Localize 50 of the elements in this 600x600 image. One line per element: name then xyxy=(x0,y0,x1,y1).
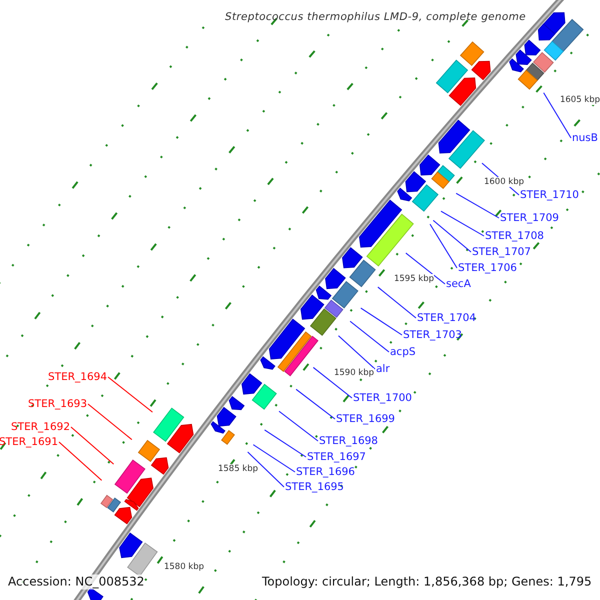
gene-label: STER_1709 xyxy=(500,212,559,224)
gene-label: STER_1699 xyxy=(336,413,395,425)
leader-line xyxy=(264,429,306,458)
leader-line xyxy=(58,442,102,481)
leader-line xyxy=(350,320,390,352)
gene-label: STER_1700 xyxy=(353,392,412,404)
gene-label: STER_1706 xyxy=(458,262,517,274)
leader-line xyxy=(430,224,458,268)
gene-label: STER_1692 xyxy=(11,421,70,433)
scale-label: 1580 kbp xyxy=(164,562,204,572)
gene-label: STER_1695 xyxy=(285,481,344,493)
gene-label: STER_1704 xyxy=(417,312,476,324)
leader-line xyxy=(440,210,484,236)
gene-label: STER_1697 xyxy=(307,451,366,463)
leader-line xyxy=(312,366,352,398)
gene-label: STER_1703 xyxy=(403,329,462,341)
gene-label: STER_1708 xyxy=(485,230,544,242)
gene-label: STER_1693 xyxy=(28,398,87,410)
scale-label: 1585 kbp xyxy=(218,464,258,474)
gene-label: nusB xyxy=(572,132,598,144)
gene-label: STER_1691 xyxy=(0,436,58,448)
scale-label: 1600 kbp xyxy=(484,177,524,187)
leader-line xyxy=(432,220,472,252)
scale-label: 1595 kbp xyxy=(394,274,434,284)
gene-label: STER_1698 xyxy=(319,435,378,447)
leader-line xyxy=(108,376,153,413)
gene-label: STER_1710 xyxy=(520,189,579,201)
leader-line xyxy=(296,388,336,420)
leader-line xyxy=(252,444,296,472)
gene-label: STER_1696 xyxy=(296,466,355,478)
scale-label: 1590 kbp xyxy=(334,368,374,378)
title: Streptococcus thermophilus LMD-9, complete genome xyxy=(225,11,526,23)
leader-line xyxy=(405,252,446,284)
leader-line xyxy=(247,452,284,488)
leader-line xyxy=(456,192,500,218)
footer-text: Accession: NC_008532 xyxy=(8,574,144,590)
gene-label: STER_1707 xyxy=(472,246,531,258)
leader-line xyxy=(88,404,132,440)
gene-label: secA xyxy=(446,278,471,290)
gene-label: alr xyxy=(376,363,390,375)
leader-line xyxy=(70,426,114,465)
leader-line xyxy=(338,335,376,370)
leader-line xyxy=(377,286,416,318)
footer-text: Topology: circular; Length: 1,856,368 bp; Genes: 1,795 xyxy=(262,574,592,590)
leader-line xyxy=(278,410,318,442)
scale-label: 1605 kbp xyxy=(560,95,600,105)
leader-line xyxy=(543,92,572,138)
leader-line xyxy=(360,308,402,336)
gene-label: STER_1694 xyxy=(48,371,107,383)
gene-label: acpS xyxy=(390,346,416,358)
